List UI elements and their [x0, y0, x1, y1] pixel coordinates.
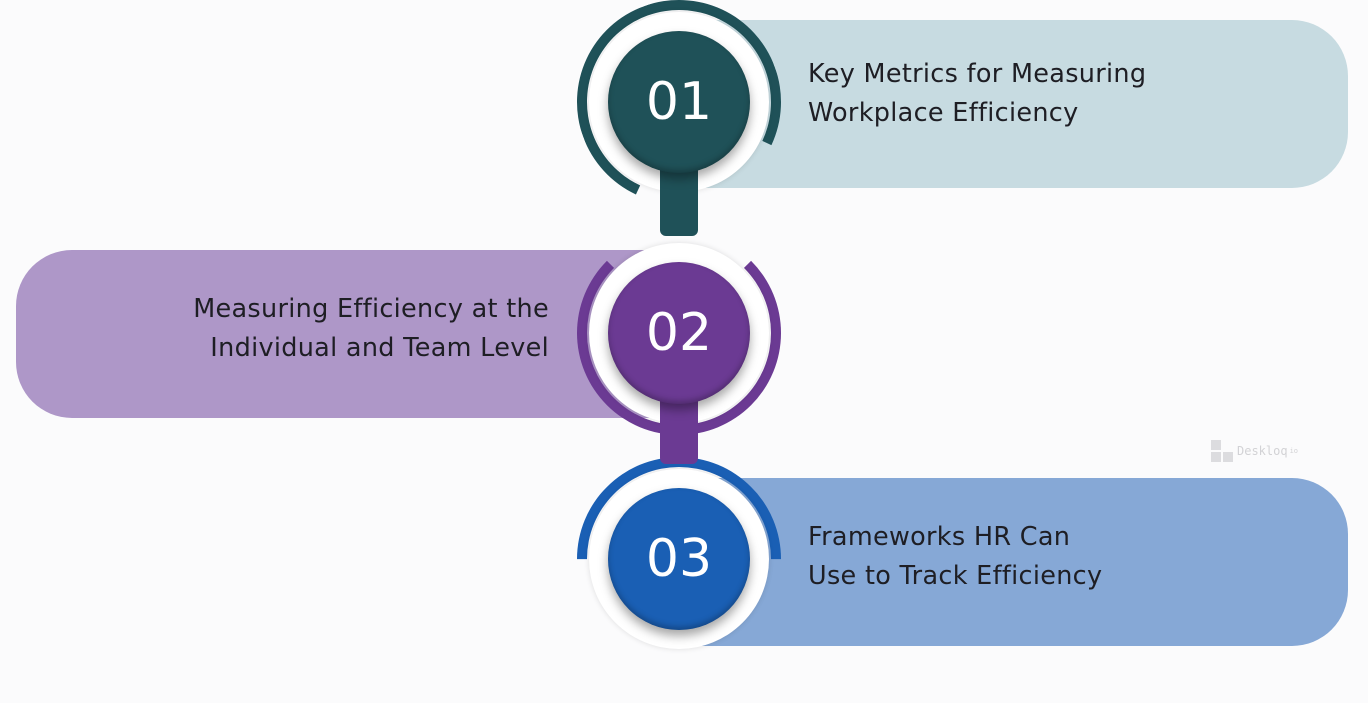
step-3-line-1: Frameworks HR Can	[808, 522, 1071, 552]
step-1-number-badge: 01	[608, 31, 750, 173]
watermark: Deskloq io	[1211, 440, 1298, 462]
step-3-line-2: Use to Track Efficiency	[808, 561, 1103, 591]
step-2-line-1: Measuring Efficiency at the	[193, 294, 549, 324]
step-2-pill	[16, 250, 680, 418]
step-3-number-badge: 03	[608, 488, 750, 630]
step-3-number: 03	[645, 529, 713, 589]
step-3-text: Frameworks HR Can Use to Track Efficienc…	[808, 518, 1102, 596]
watermark-suffix: io	[1289, 447, 1299, 455]
step-2-number: 02	[645, 303, 713, 363]
step-1-line-1: Key Metrics for Measuring	[808, 59, 1147, 89]
step-2-line-2: Individual and Team Level	[210, 333, 549, 363]
step-3-pill	[680, 478, 1348, 646]
step-2-text: Measuring Efficiency at the Individual a…	[193, 290, 549, 368]
step-2-number-badge: 02	[608, 262, 750, 404]
watermark-text: Deskloq	[1237, 444, 1288, 458]
step-1-text: Key Metrics for Measuring Workplace Effi…	[808, 55, 1146, 133]
step-1-line-2: Workplace Efficiency	[808, 98, 1079, 128]
step-1-number: 01	[645, 72, 713, 132]
connector-2-stem	[660, 392, 698, 464]
step-1-pill	[680, 20, 1348, 188]
watermark-logo-icon	[1211, 440, 1233, 462]
